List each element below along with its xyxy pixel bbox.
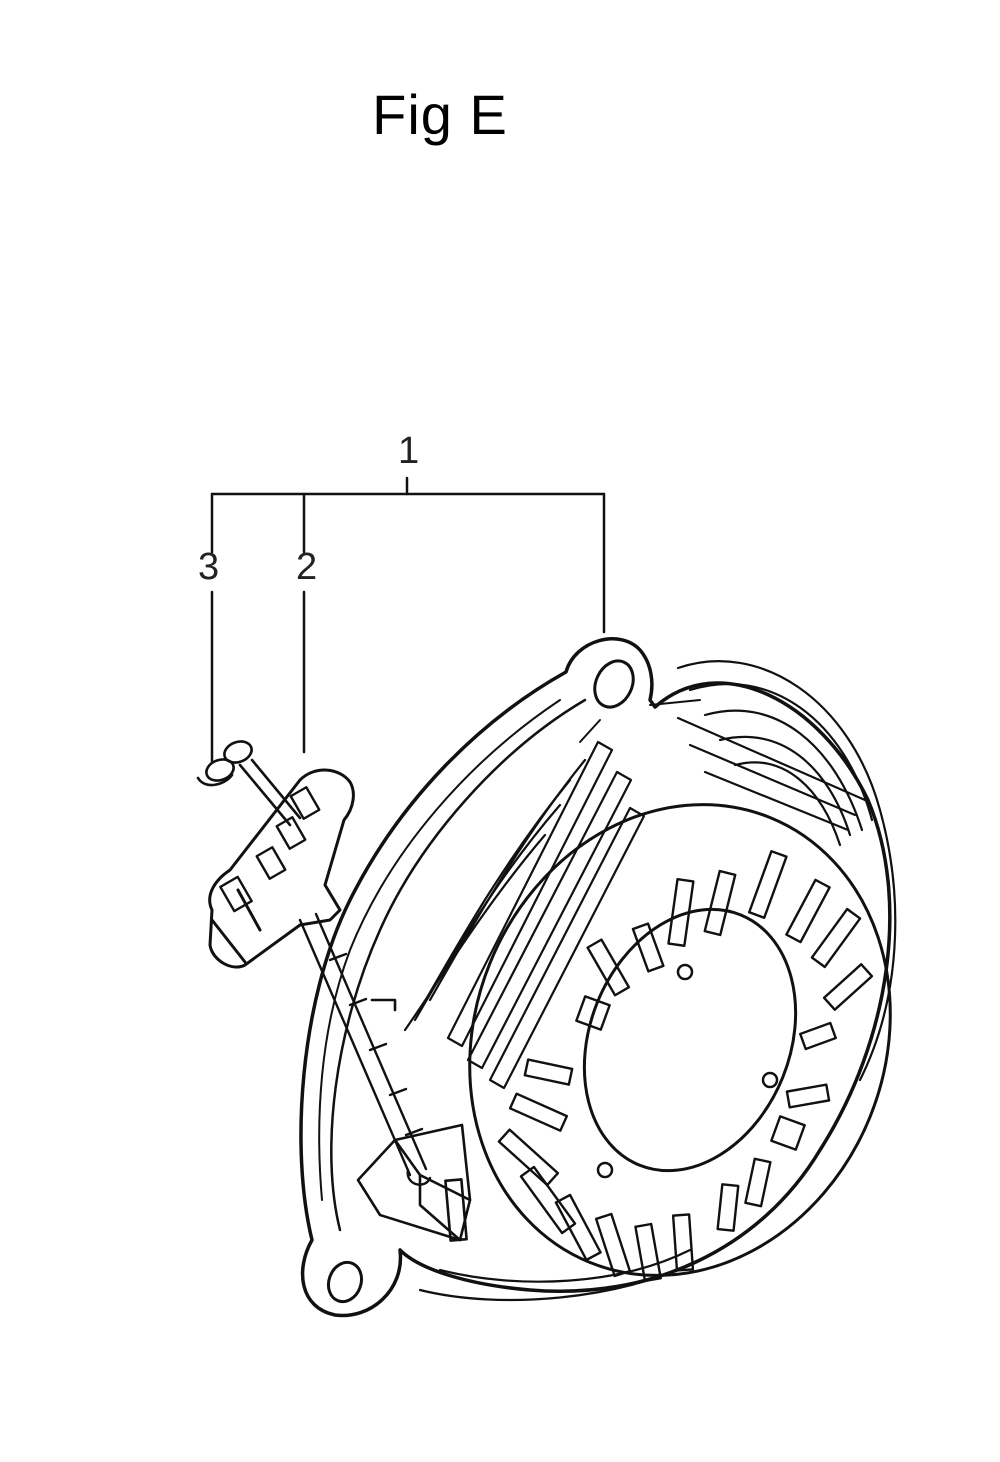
leader-lines (210, 476, 606, 764)
callout-label-3: 3 (198, 546, 220, 588)
starter-housing (299, 637, 892, 1318)
callout-label-1: 1 (398, 430, 420, 472)
figure-title: Fig E (372, 83, 508, 146)
starter-rope (298, 912, 432, 1186)
vent-slots (497, 849, 874, 1283)
rope-knot (196, 740, 302, 827)
drum-side-rings (418, 660, 897, 1302)
cord-guide (356, 998, 472, 1242)
callout-label-2: 2 (296, 546, 318, 588)
starter-handle (208, 768, 355, 969)
cover-ribs (403, 716, 867, 1090)
drum-face (468, 803, 892, 1277)
